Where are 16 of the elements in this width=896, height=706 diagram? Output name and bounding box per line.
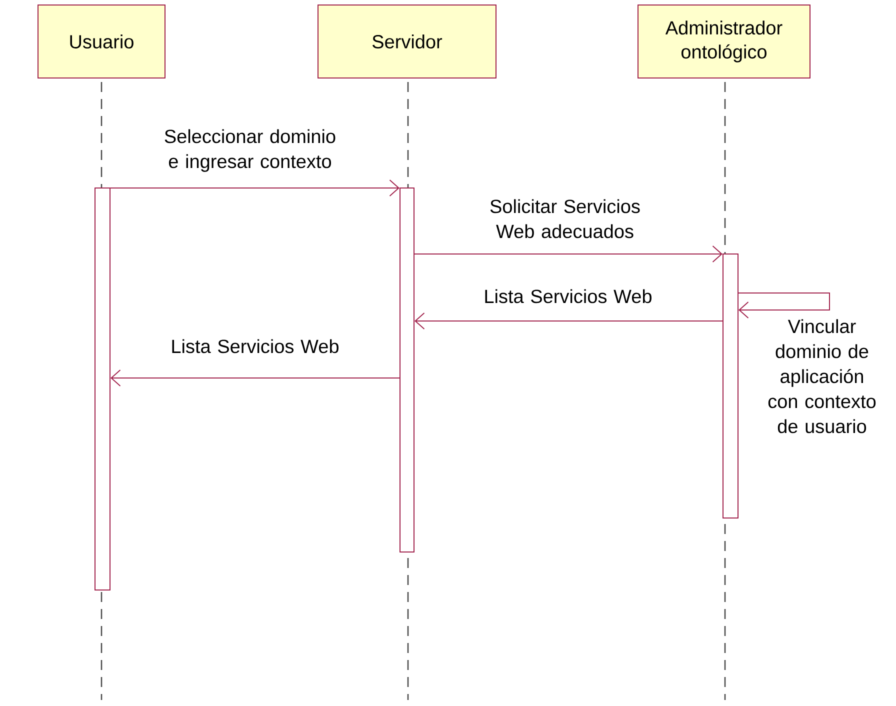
message-label: Lista Servicios Web — [485, 289, 652, 304]
message-label: Solicitar Servicios Web adecuados — [490, 199, 640, 238]
message-label: Seleccionar dominio e ingresar contexto — [164, 129, 336, 172]
message-label: Lista Servicios Web — [172, 339, 338, 354]
activation-bar — [400, 188, 414, 552]
lifeline-head: Administrador ontológico — [638, 4, 810, 78]
activation-bar — [94, 188, 110, 590]
message-arrow — [738, 292, 830, 318]
message-arrow — [110, 370, 400, 386]
lifeline-head: Servidor — [318, 4, 496, 78]
activation-bar — [722, 254, 738, 518]
message-arrow — [414, 246, 722, 262]
message-arrow — [414, 312, 723, 330]
message-label: Vincular dominio de aplicación con contexto de usuario — [768, 319, 876, 434]
lifeline-head: Usuario — [38, 4, 166, 78]
message-arrow — [110, 180, 400, 196]
